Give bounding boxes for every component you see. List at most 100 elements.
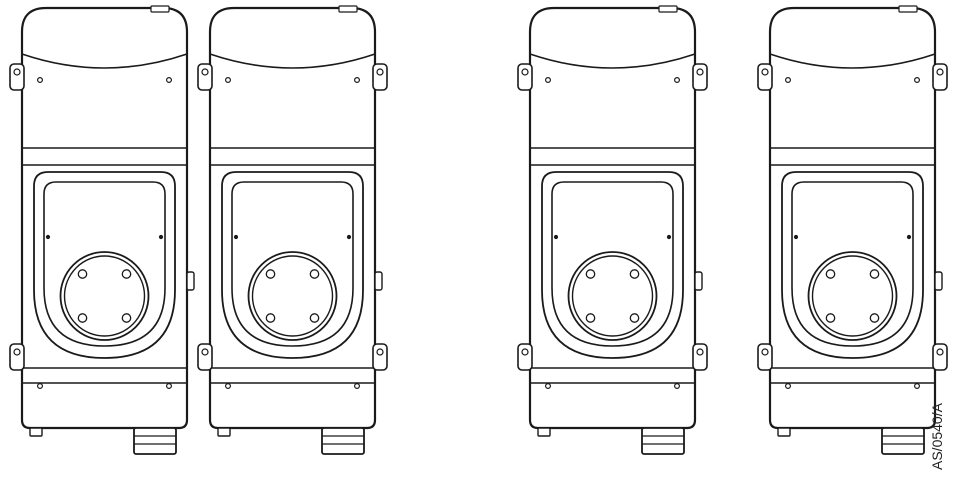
porthole-bolt	[585, 269, 596, 279]
enclosure-body	[768, 6, 937, 430]
cable-gland	[321, 427, 365, 455]
bottom-foot	[29, 427, 43, 437]
screw-head	[913, 76, 920, 83]
viewing-window-glass	[231, 181, 354, 347]
screw-head	[784, 383, 791, 390]
screw-head	[354, 76, 361, 83]
porthole-bolt	[265, 269, 276, 279]
viewing-window-frame	[33, 171, 176, 359]
side-knob	[694, 271, 703, 291]
bracket-hole	[696, 68, 704, 76]
viewing-window-glass	[43, 181, 166, 347]
reference-code-text: AS/0540/A	[929, 403, 945, 470]
bracket-hole	[201, 348, 209, 356]
enclosure-body	[528, 6, 697, 430]
porthole-plate	[251, 255, 334, 337]
porthole-bolt	[121, 269, 132, 279]
cable-gland	[881, 427, 925, 455]
screw-head	[354, 383, 361, 390]
mounting-bracket	[932, 343, 948, 371]
bracket-hole	[761, 348, 769, 356]
porthole-plate	[811, 255, 894, 337]
screw-head	[784, 76, 791, 83]
screw-head	[544, 383, 551, 390]
mounting-bracket	[9, 343, 25, 371]
window-pin	[906, 234, 912, 240]
bracket-hole	[13, 348, 21, 356]
porthole-bolt	[825, 313, 836, 323]
enclosure-unit	[197, 5, 388, 455]
mounting-bracket	[372, 343, 388, 371]
bracket-hole	[201, 68, 209, 76]
top-latch	[338, 5, 358, 13]
bottom-foot	[777, 427, 791, 437]
window-pin	[158, 234, 164, 240]
enclosure-body	[208, 6, 377, 430]
screw-head	[225, 76, 232, 83]
porthole-bolt	[265, 313, 276, 323]
screw-head	[673, 76, 680, 83]
window-pin	[45, 234, 51, 240]
side-knob	[374, 271, 383, 291]
mounting-bracket	[197, 63, 213, 91]
screw-head	[913, 383, 920, 390]
screw-head	[166, 76, 173, 83]
porthole-bolt	[629, 269, 640, 279]
bracket-hole	[521, 348, 529, 356]
mounting-bracket	[757, 343, 773, 371]
viewing-window-glass	[791, 181, 914, 347]
mounting-bracket	[757, 63, 773, 91]
mounting-bracket	[932, 63, 948, 91]
enclosure-unit	[517, 5, 708, 455]
bracket-hole	[13, 68, 21, 76]
screw-head	[544, 76, 551, 83]
bottom-foot	[217, 427, 231, 437]
bracket-hole	[376, 348, 384, 356]
screw-head	[166, 383, 173, 390]
mounting-bracket	[692, 343, 708, 371]
window-pin	[666, 234, 672, 240]
screw-head	[225, 383, 232, 390]
porthole-plate	[63, 255, 146, 337]
viewing-window-frame	[541, 171, 684, 359]
reference-code: AS/0540/A	[929, 403, 949, 490]
porthole-bolt	[121, 313, 132, 323]
porthole-bolt	[869, 269, 880, 279]
side-knob	[934, 271, 943, 291]
mounting-bracket	[692, 63, 708, 91]
porthole-bolt	[629, 313, 640, 323]
cable-gland	[133, 427, 177, 455]
porthole-bolt	[309, 269, 320, 279]
lid-seam	[769, 53, 936, 69]
window-pin	[793, 234, 799, 240]
enclosure-unit	[757, 5, 948, 455]
viewing-window-glass	[551, 181, 674, 347]
porthole-bolt	[825, 269, 836, 279]
porthole-plate	[571, 255, 654, 337]
side-knob	[186, 271, 195, 291]
window-pin	[233, 234, 239, 240]
enclosure-unit	[9, 5, 195, 455]
bottom-foot	[537, 427, 551, 437]
bracket-hole	[936, 348, 944, 356]
top-latch	[658, 5, 678, 13]
window-pin	[346, 234, 352, 240]
screw-head	[36, 76, 43, 83]
porthole-bolt	[309, 313, 320, 323]
mounting-bracket	[197, 343, 213, 371]
bracket-hole	[521, 68, 529, 76]
bracket-hole	[936, 68, 944, 76]
bracket-hole	[376, 68, 384, 76]
screw-head	[36, 383, 43, 390]
mounting-bracket	[517, 63, 533, 91]
screw-head	[673, 383, 680, 390]
porthole-bolt	[585, 313, 596, 323]
window-pin	[553, 234, 559, 240]
cable-gland	[641, 427, 685, 455]
lid-seam	[529, 53, 696, 69]
lid-seam	[21, 53, 188, 69]
viewing-window-frame	[221, 171, 364, 359]
mounting-bracket	[372, 63, 388, 91]
bracket-hole	[761, 68, 769, 76]
porthole-bolt	[869, 313, 880, 323]
